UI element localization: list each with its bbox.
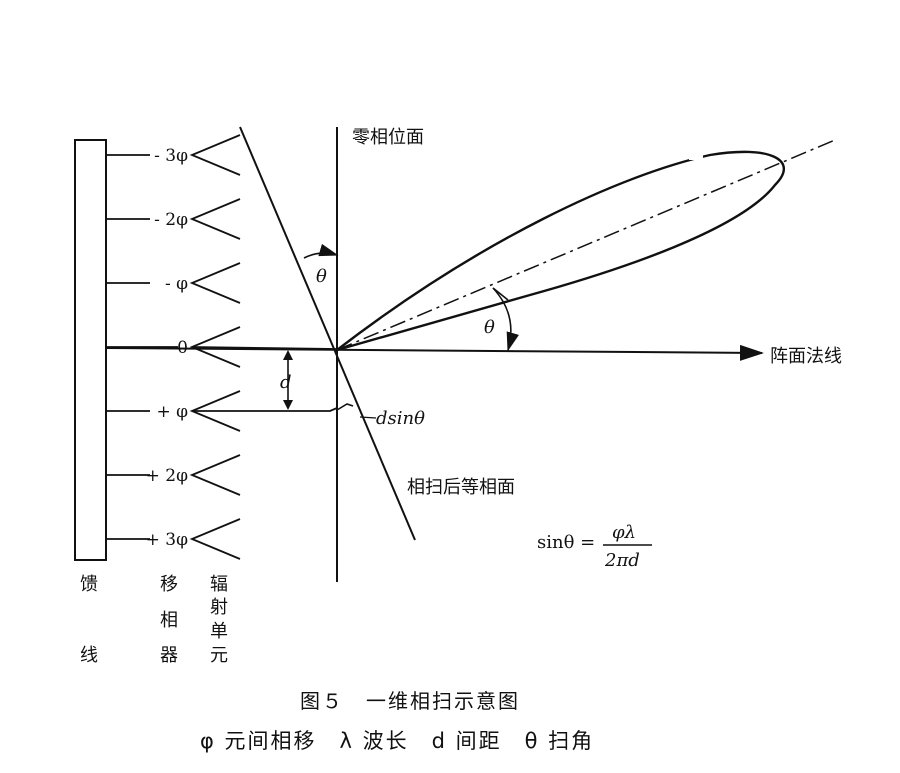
element-row: - φ — [106, 262, 241, 304]
radiating-element — [189, 454, 241, 496]
radiator-char-4: 元 — [210, 645, 228, 666]
shifter-char-1: 移 — [160, 574, 178, 595]
array-normal-label: 阵面法线 — [770, 346, 842, 367]
element-rows: - 3φ- 2φ- φ0+ φ+ 2φ+ 3φ — [106, 134, 338, 560]
phase-label: + 3φ — [146, 530, 188, 550]
scanned-phase-front-label: 相扫后等相面 — [407, 477, 515, 498]
beam-axis — [336, 139, 836, 351]
caption-legend: φ 元间相移 λ 波长 d 间距 θ 扫角 — [200, 729, 594, 753]
radiator-vertical-label: 辐 射 单 元 — [210, 574, 228, 666]
shifter-char-2: 相 — [160, 610, 178, 631]
phase-label: + φ — [156, 402, 188, 422]
phase-label: - 3φ — [154, 146, 188, 166]
beam-lobe — [336, 150, 786, 352]
phase-shifter-vertical-label: 移 相 器 — [160, 574, 178, 666]
zero-phase-plane-label: 零相位面 — [352, 127, 424, 148]
beam-lobe-gap — [689, 146, 703, 160]
element-row: + 3φ — [106, 518, 241, 560]
element-row: + 2φ — [106, 454, 241, 496]
scanned-phase-front-line — [239, 126, 416, 541]
theta-beam-label: θ — [484, 317, 495, 338]
radiating-element — [189, 198, 241, 240]
formula-denominator: 2πd — [604, 550, 640, 571]
radiating-element — [189, 134, 241, 176]
element-row: - 2φ — [106, 198, 241, 240]
radiating-element — [189, 262, 241, 304]
shifter-char-3: 器 — [160, 645, 178, 666]
dsin-label: dsinθ — [376, 408, 425, 429]
radiator-char-2: 射 — [210, 597, 228, 618]
caption-title: 图５ 一维相扫示意图 — [300, 689, 520, 713]
radiator-char-1: 辐 — [210, 574, 228, 595]
element-row: - 3φ — [106, 134, 241, 176]
feed-line-bar — [74, 139, 107, 561]
d-arrow-up — [283, 350, 293, 360]
plus-phi-extension — [192, 407, 338, 412]
dsin-leader — [359, 416, 377, 419]
theta-top-label: θ — [316, 266, 327, 287]
radiator-char-3: 单 — [210, 621, 228, 642]
array-normal-line — [104, 344, 764, 361]
d-arrow-down — [283, 400, 293, 410]
feed-char-1: 馈 — [80, 574, 98, 595]
formula-numerator: φλ — [612, 522, 636, 543]
phase-label: + 2φ — [146, 466, 188, 486]
phase-label: - φ — [165, 274, 188, 294]
dsin-segment — [336, 403, 354, 411]
theta-beam-tick — [492, 287, 509, 301]
feed-char-2: 线 — [80, 645, 98, 666]
feed-vertical-label: 馈 线 — [80, 574, 98, 666]
formula-lhs: sinθ = — [537, 532, 595, 553]
d-label: d — [280, 372, 292, 393]
theta-top-arc — [303, 243, 339, 259]
radiating-element — [189, 518, 241, 560]
phase-label: - 2φ — [154, 210, 188, 230]
theta-beam-arc — [492, 287, 519, 352]
